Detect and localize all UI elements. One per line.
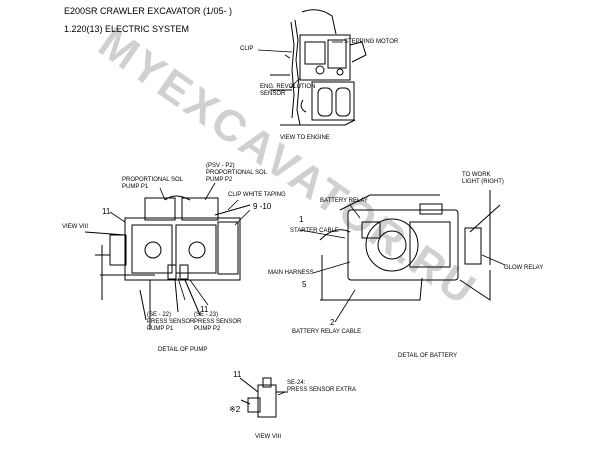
label-battery-relay-cable: BATTERY RELAY CABLE [292, 329, 362, 335]
label-se22: (SE - 22) PRESS SENSOR PUMP P1 [147, 312, 195, 332]
label-clip: CLIP [240, 46, 254, 52]
label-psv-p2: (PSV - P2) PROPORTIONAL SOL PUMP P2 [206, 163, 268, 183]
page-title: E200SR CRAWLER EXCAVATOR (1/05- ) [64, 6, 233, 16]
label-stepping-motor: STEPPING MOTOR [344, 39, 399, 45]
label-se24: SE-24: PRESS SENSOR EXTRA [287, 380, 357, 393]
callout-1: 1 [299, 215, 304, 224]
battery-drawing [319, 190, 501, 301]
callout-9-10: 9 -10 [253, 202, 272, 211]
label-battery-relay: BATTERY RELAY [320, 198, 368, 204]
engine-leaders [257, 41, 343, 89]
label-view-viii-ref: VIEW VIII [62, 224, 89, 230]
callout-11-pump-bottom: 11 [200, 305, 209, 314]
callout-11-view: 11 [233, 370, 242, 379]
battery-leaders [299, 204, 506, 323]
label-glow-relay: GLOW RELAY [504, 265, 544, 271]
label-clip-white-taping: CLIP WHITE TAPING [228, 192, 286, 198]
pump-drawing [84, 195, 251, 330]
pump-leaders [109, 182, 251, 306]
view-viii-leaders [277, 391, 286, 396]
label-detail-of-battery: DETAIL OF BATTERY [398, 353, 458, 359]
callout-5: 5 [302, 280, 307, 289]
label-detail-of-pump: DETAIL OF PUMP [158, 347, 208, 353]
callout-11-pump-left: 11 [102, 207, 111, 216]
label-se23: (SE - 23) PRESS SENSOR PUMP P2 [194, 312, 242, 332]
label-view-to-engine: VIEW TO ENGINE [280, 135, 330, 141]
engine-view-drawing [270, 9, 367, 126]
page-subtitle: 1.220(13) ELECTRIC SYSTEM [64, 24, 190, 34]
label-main-harness: MAIN HARNESS [268, 270, 314, 276]
label-eng-revolution-sensor: ENG. REVOLUTION SENSOR [260, 84, 316, 97]
label-starter-cable: STARTER CABLE [290, 228, 339, 234]
label-view-viii: VIEW VIII [255, 434, 282, 440]
note-mark: ※2 [229, 405, 241, 414]
label-proportional-sol-p1: PROPORTIONAL SOL PUMP P1 [122, 177, 184, 190]
callout-2: 2 [330, 318, 335, 327]
label-to-work-light: TO WORK LIGHT (RIGHT) [462, 172, 504, 185]
view-viii-drawing [239, 377, 288, 418]
